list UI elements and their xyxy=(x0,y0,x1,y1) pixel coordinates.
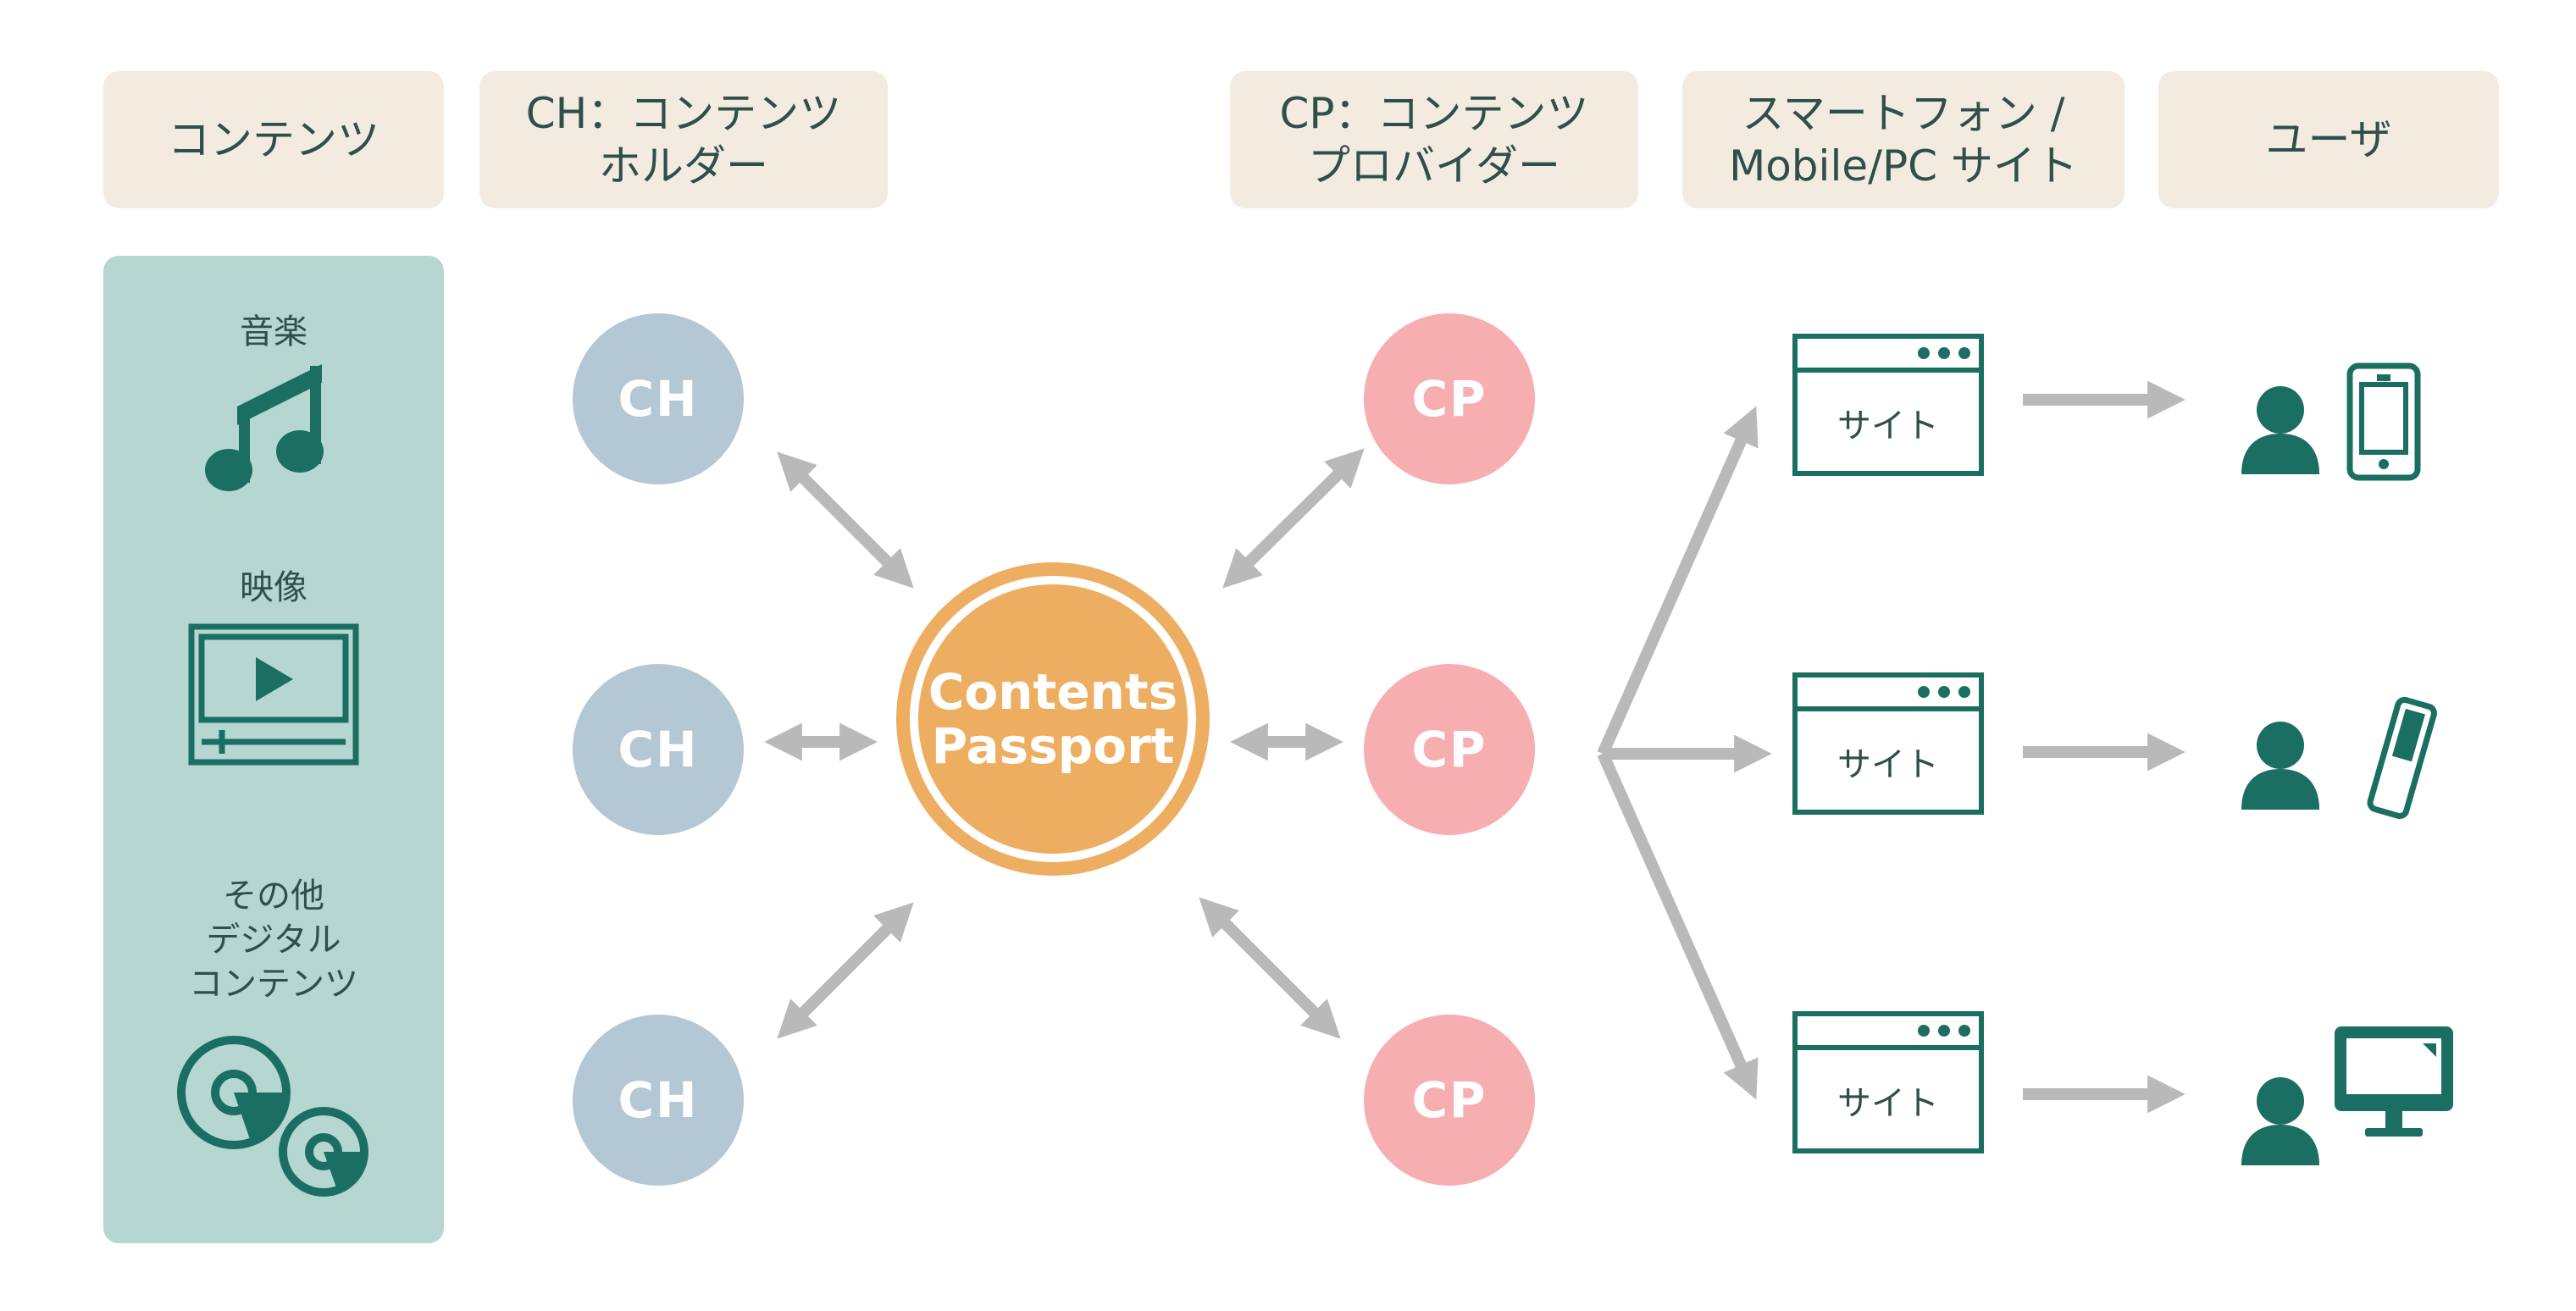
site-label: サイト xyxy=(1837,407,1939,445)
site-window: サイト xyxy=(1792,334,1984,476)
window-dot-icon xyxy=(1918,686,1930,698)
window-dot-icon xyxy=(1918,1025,1930,1037)
window-dot-icon xyxy=(1938,686,1950,698)
smartphone-icon xyxy=(2346,362,2421,481)
window-dot-icon xyxy=(1918,347,1930,359)
arrow-fan-bottom xyxy=(1597,751,1759,1100)
feature-phone-icon xyxy=(2367,696,2437,820)
label-music: 音楽 xyxy=(240,313,307,351)
hub-label: Contents Passport xyxy=(918,584,1188,854)
play-icon xyxy=(256,657,293,701)
user-icon xyxy=(2241,386,2319,474)
music-note-icon xyxy=(205,364,324,491)
header-user: ユーザ xyxy=(2158,71,2499,208)
window-dot-icon xyxy=(1938,1025,1950,1037)
header-sites: スマートフォン / Mobile/PC サイト xyxy=(1682,71,2125,208)
disc-sector-icon xyxy=(234,1092,364,1190)
content-provider-node: CP xyxy=(1364,1015,1535,1186)
content-holder-node: CH xyxy=(573,313,744,484)
window-dot-icon xyxy=(1938,347,1950,359)
content-provider-node: CP xyxy=(1364,313,1535,484)
user-icon xyxy=(2241,722,2319,810)
label-other-digital-content: その他 デジタル コンテンツ xyxy=(189,877,358,1004)
label-video: 映像 xyxy=(240,568,307,607)
arrow-hub-cp3 xyxy=(1199,897,1341,1039)
site-window: サイト xyxy=(1792,1011,1984,1153)
window-titlebar xyxy=(1798,1016,1979,1050)
site-window: サイト xyxy=(1792,672,1984,815)
header-contents: コンテンツ xyxy=(103,71,444,208)
video-player-icon xyxy=(188,623,359,766)
content-provider-node: CP xyxy=(1364,664,1535,835)
arrow-ch3-hub xyxy=(777,902,914,1039)
contents-passport-hub: Contents Passport xyxy=(896,562,1210,876)
site-label: サイト xyxy=(1837,745,1939,784)
window-dot-icon xyxy=(1958,347,1970,359)
site-label: サイト xyxy=(1837,1084,1939,1123)
content-holder-node: CH xyxy=(573,1015,744,1186)
window-dot-icon xyxy=(1958,1025,1970,1037)
window-titlebar xyxy=(1798,339,1979,373)
header-content-provider: CP：コンテンツ プロバイダー xyxy=(1230,71,1638,208)
contents-panel xyxy=(103,256,444,1243)
user-icon xyxy=(2241,1077,2319,1165)
desktop-monitor-icon xyxy=(2335,1026,2453,1137)
content-holder-node: CH xyxy=(573,664,744,835)
window-dot-icon xyxy=(1958,686,1970,698)
arrow-ch1-hub xyxy=(777,451,914,589)
arrow-fan-top xyxy=(1597,406,1759,756)
arrow-hub-cp1 xyxy=(1222,448,1365,589)
header-content-holder: CH：コンテンツ ホルダー xyxy=(479,71,888,208)
window-titlebar xyxy=(1798,678,1979,711)
